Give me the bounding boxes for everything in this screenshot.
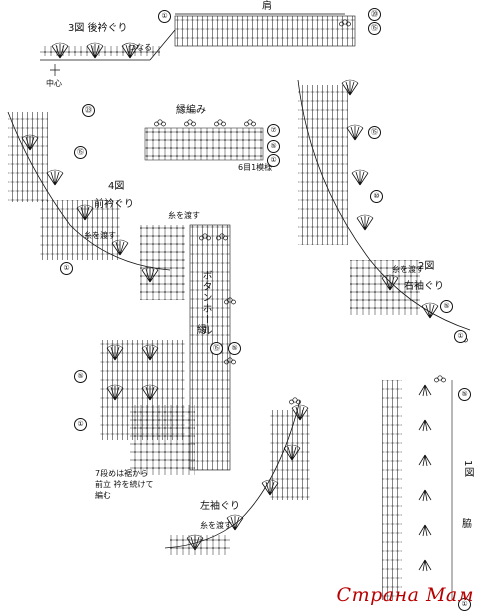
edging-title: 縁編み — [176, 105, 206, 116]
shoulder-label: 肩 — [262, 1, 272, 12]
fig2-fan-3 — [351, 169, 369, 186]
row-number-5-band: ⑤ — [228, 342, 241, 355]
edging-sample-chart — [144, 119, 264, 161]
left-armhole-chart — [164, 397, 310, 555]
note-line-2: 前立 衿を続けて — [95, 480, 154, 489]
row-number-1-body: ① — [74, 418, 87, 431]
edging-picot-3 — [214, 119, 226, 127]
lower-left-chain-block — [130, 405, 195, 475]
fig4-chain-block — [140, 225, 185, 300]
buttonhole-label: ボタンホール — [200, 270, 211, 336]
row-number-15-fig4: ⑮ — [74, 146, 87, 159]
row-number-15-fig2: ⑮ — [368, 126, 381, 139]
row-number-15-band: ⑮ — [210, 342, 223, 355]
fig3-stitch-block — [174, 15, 356, 47]
fig1-stitch-column — [382, 380, 402, 600]
row-number-7-edging: ⑦ — [267, 124, 280, 137]
fig2-fan-4 — [356, 214, 374, 231]
fig2-fan-6 — [421, 302, 439, 319]
row-number-5-fig2: ⑤ — [440, 300, 453, 313]
edging-repeat-label: 6目1模様 — [238, 163, 273, 172]
note-line-1: 7段めは裾から — [95, 469, 149, 478]
fig4-front-neck-chart — [7, 111, 185, 300]
fig4-stitch-block-a — [8, 112, 48, 202]
fig1-title: 1図 — [462, 460, 473, 479]
fig2-chain-block — [350, 260, 420, 315]
note-line-3: 編む — [95, 491, 111, 500]
row-number-15-fig3: ⑮ — [368, 22, 381, 35]
fig1-fan-1 — [418, 384, 432, 397]
front-neck-label: 前衿ぐり — [94, 199, 134, 210]
fig3-title: 3図 後衿ぐり — [68, 23, 128, 34]
fig2-fan-2 — [346, 124, 364, 141]
row-number-10-fig2: ⑩ — [370, 190, 383, 203]
fig3-center-marker — [50, 64, 60, 76]
edging-grid — [144, 127, 264, 161]
edge-label: 縁 — [197, 325, 207, 336]
carry-yarn-label-2: 糸を渡す — [168, 211, 200, 220]
left-armhole-chain-row — [170, 535, 230, 555]
edging-picot-4 — [244, 119, 256, 127]
row-number-23-fig4: ㉓ — [82, 104, 95, 117]
row-number-1-edging: ① — [267, 154, 280, 167]
fig2-stitch-block — [298, 85, 348, 245]
fig1-side-chart — [382, 375, 453, 600]
right-armhole-label: 右袖ぐり — [404, 281, 444, 292]
center-label: 中心 — [46, 79, 62, 88]
edging-picot-2 — [184, 119, 196, 127]
fig1-fan-2 — [418, 419, 432, 432]
fig1-fan-6 — [418, 559, 432, 572]
row-number-1-fig3: ① — [158, 10, 171, 23]
fig3-back-neck-chart — [40, 13, 356, 76]
fig2-title: 2図 — [418, 261, 435, 272]
carry-yarn-label-1: 糸を渡す — [84, 231, 116, 240]
fig4-fan-2 — [46, 169, 64, 186]
lower-left-body-chart — [100, 340, 195, 475]
watermark: Страна Мам — [336, 584, 474, 606]
fig1-picot — [434, 375, 446, 383]
row-number-5-body: ⑤ — [74, 370, 87, 383]
row-number-1-fig4: ① — [60, 262, 73, 275]
carry-yarn-label-3: 糸を渡す — [392, 265, 424, 274]
fig1-fan-3 — [418, 454, 432, 467]
fig4-title: 4図 — [108, 181, 125, 192]
join-label: つなる — [128, 43, 152, 52]
side-label: 脇 — [462, 519, 472, 530]
fig1-fan-5 — [418, 524, 432, 537]
row-number-5-fig1: ⑤ — [458, 388, 471, 401]
row-number-5-edging: ⑤ — [267, 140, 280, 153]
carry-yarn-label-4: 糸を渡す — [200, 521, 232, 530]
row-number-20-fig3: ⑳ — [368, 8, 381, 21]
row-number-1-fig2: ① — [454, 330, 467, 343]
fig4-stitch-block-b — [40, 200, 120, 260]
left-armhole-label: 左袖ぐり — [200, 501, 240, 512]
edging-picot-1 — [154, 119, 166, 127]
fig1-fan-4 — [418, 489, 432, 502]
fig2-right-armhole-chart — [297, 79, 471, 343]
